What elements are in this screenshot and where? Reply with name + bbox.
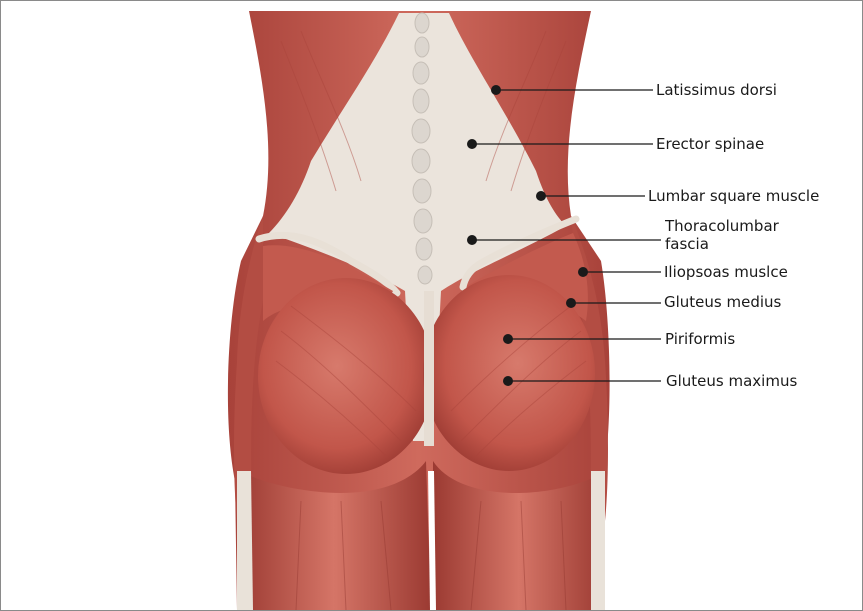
label-erector-spinae: Erector spinae	[656, 135, 765, 153]
label-iliopsoas: Iliopsoas muslce	[664, 263, 788, 281]
left-iliac-crest	[255, 231, 401, 297]
left-gluteus-maximus	[258, 278, 434, 474]
left-thigh	[237, 461, 431, 610]
label-gluteus-medius: Gluteus medius	[664, 293, 782, 311]
dot-thoracolumbar	[467, 235, 477, 245]
label-thoracolumbar-fascia: Thoracolumbar fascia	[665, 217, 779, 249]
leader-dots	[467, 85, 588, 386]
dot-gluteus-maximus	[503, 376, 513, 386]
label-gluteus-maximus: Gluteus maximus	[666, 372, 798, 390]
leader-lines	[472, 89, 661, 382]
right-gluteus-maximus	[423, 275, 595, 471]
right-thigh	[433, 461, 605, 610]
right-iliac-crest	[459, 215, 580, 291]
label-lumbar-square-muscle: Lumbar square muscle	[648, 187, 820, 205]
dot-piriformis	[503, 334, 513, 344]
dot-lumbar	[536, 191, 546, 201]
left-itband	[237, 471, 253, 610]
spine	[411, 12, 433, 285]
leg-divider	[428, 470, 436, 610]
label-latissimus-dorsi: Latissimus dorsi	[656, 81, 777, 99]
left-flank	[234, 216, 263, 521]
label-piriformis: Piriformis	[665, 330, 736, 348]
dot-erector	[467, 139, 477, 149]
dot-latissimus	[491, 85, 501, 95]
fiber-lines	[275, 30, 587, 457]
dot-iliopsoas	[578, 267, 588, 277]
right-itband	[591, 471, 605, 610]
dot-gluteus-medius	[566, 298, 576, 308]
